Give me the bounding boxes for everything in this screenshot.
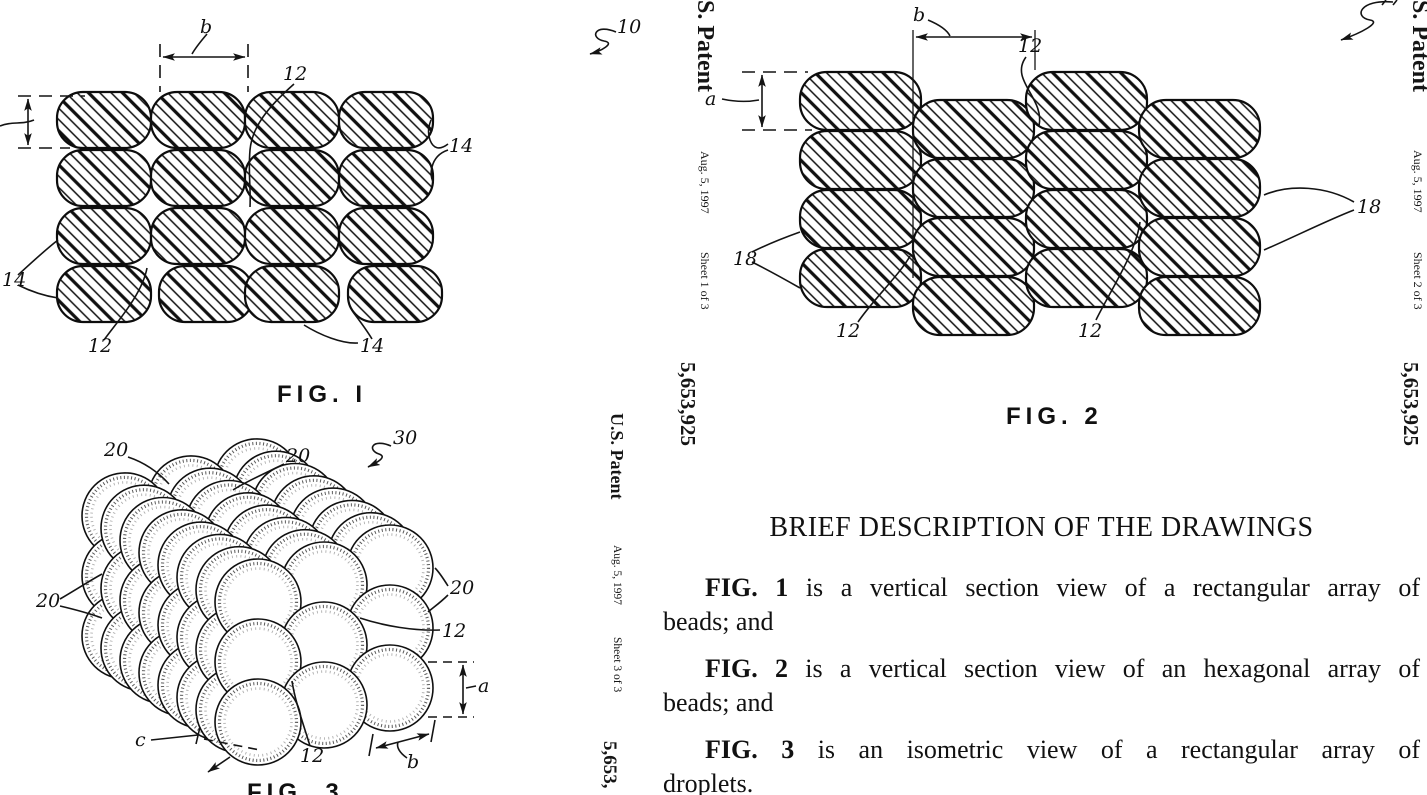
fig3-dim-b-arrow: [376, 734, 429, 748]
fig2-ref-digit-fragment-2: [1393, 0, 1397, 5]
fig3-dim-b-tick-left: [369, 734, 373, 756]
fig2-ref-18-leader-left-1: [752, 232, 800, 252]
description-line-6-text: droplets.: [663, 769, 753, 795]
sheet1-patent-number: 5,653,925: [675, 362, 700, 446]
sheet2-patent-header: S. Patent: [1406, 0, 1427, 92]
sheet1-date: Aug. 5, 1997: [697, 151, 712, 214]
sheet1-patent-header: S. Patent: [691, 0, 718, 92]
fig3-ref-20-leader-right-2: [428, 595, 448, 612]
fig1-ref-14-leader-bottom-1: [304, 325, 358, 343]
fig1-ref-12-label-bottom: 12: [88, 335, 112, 357]
description-line-1: FIG. 1 is a vertical section view of a r…: [663, 573, 1420, 603]
fig2-reference-text: FIG. 2: [705, 654, 788, 683]
fig3-reference-text: FIG. 3: [705, 735, 794, 764]
fig1-ref-10-label: 10: [617, 16, 641, 38]
fig1-dim-b-label: b: [200, 16, 212, 38]
fig3-dim-b-leader: [397, 742, 407, 758]
description-line-1-text: is a vertical section view of a rectangu…: [788, 573, 1420, 602]
description-line-2-text: beads; and: [663, 607, 773, 636]
fig2-dim-b-label: b: [913, 4, 925, 26]
fig2-ref-18-leader-left-2: [752, 262, 800, 288]
fig2-dim-a-leader: [722, 99, 759, 101]
fig2-ref-18-leader-right-1: [1264, 188, 1354, 202]
fig3-dim-b-label: b: [407, 751, 419, 773]
fig1-caption: FIG. I: [277, 381, 367, 408]
description-line-6: droplets.: [663, 769, 1420, 795]
fig3-ref-20-label-topleft: 20: [103, 439, 128, 461]
fig1-ref-14-label-bottom: 14: [360, 335, 384, 357]
fig3-ref-30-arrow: [368, 443, 391, 467]
description-line-3: FIG. 2 is a vertical section view of an …: [663, 654, 1420, 684]
fig2-ref-18-leader-right-2: [1264, 210, 1354, 250]
fig3-ref-20-label-right: 20: [449, 577, 474, 599]
fig3-droplet-array: [82, 439, 433, 765]
description-heading: BRIEF DESCRIPTION OF THE DRAWINGS: [663, 512, 1420, 544]
fig2-bead-array: [800, 72, 1260, 335]
fig1-ref-10-arrow: [590, 29, 616, 54]
fig3-caption: FIG. 3: [247, 779, 344, 795]
description-line-3-text: is a vertical section view of an hexagon…: [788, 654, 1420, 683]
fig3-dim-c-leader: [151, 735, 198, 740]
sheet2-patent-number: 5,653,925: [1398, 362, 1423, 446]
fig2-ref-18-label-right: 18: [1357, 196, 1381, 218]
fig1-reference-text: FIG. 1: [705, 573, 788, 602]
fig2-ref-18-label-left: 18: [733, 248, 757, 270]
fig2-ref-12-label-bottom-left: 12: [836, 320, 860, 342]
sheet3-patent-number: 5,653,: [598, 741, 620, 789]
description-line-5-text: is an isometric view of a rectangular ar…: [794, 735, 1420, 764]
fig3-view-arrow: [208, 757, 230, 772]
fig1-ref-14-label-right: 14: [449, 135, 473, 157]
fig1-bead-array: [57, 92, 442, 322]
fig1-ref-12-label-top: 12: [283, 63, 307, 85]
sheet3-date: Aug. 5, 1997: [611, 545, 623, 605]
description-line-4-text: beads; and: [663, 688, 773, 717]
fig3-ref-20-label-topright: 20: [285, 445, 310, 467]
fig2-caption: FIG. 2: [1006, 403, 1103, 430]
fig3-dim-b-tick-right: [431, 720, 435, 742]
fig2-ref-12-label-bottom-right: 12: [1078, 320, 1102, 342]
fig1-dim-a-leader-cut: [0, 120, 34, 126]
sheet3-patent-header: U.S. Patent: [606, 413, 627, 500]
fig1-ref-14-label-left: 14: [2, 269, 26, 291]
sheet2-date: Aug. 5, 1997: [1410, 150, 1425, 213]
fig2-ref-12-label-top: 12: [1018, 35, 1042, 57]
description-line-5: FIG. 3 is an isometric view of a rectang…: [663, 735, 1420, 765]
fig2-dim-b-leader: [928, 20, 950, 36]
sheet2-sheet-number: Sheet 2 of 3: [1410, 252, 1425, 310]
fig3-ref-20-label-left: 20: [35, 590, 60, 612]
description-line-2: beads; and: [663, 607, 1420, 637]
fig3-ref-12-label-bottom: 12: [300, 745, 324, 767]
description-line-4: beads; and: [663, 688, 1420, 718]
fig3-dim-a-label: a: [478, 675, 489, 697]
fig2-ref-arrow-cut: [1341, 2, 1393, 40]
fig3-ref-30-label: 30: [393, 427, 417, 449]
fig3-dim-a-leader: [466, 686, 476, 688]
fig3-dim-c-label: c: [135, 729, 146, 751]
fig3-ref-20-leader-right-1: [435, 568, 448, 586]
fig3-ref-12-label-right: 12: [442, 620, 466, 642]
sheet1-sheet-number: Sheet 1 of 3: [697, 252, 712, 310]
sheet3-sheet-number: Sheet 3 of 3: [611, 637, 623, 692]
